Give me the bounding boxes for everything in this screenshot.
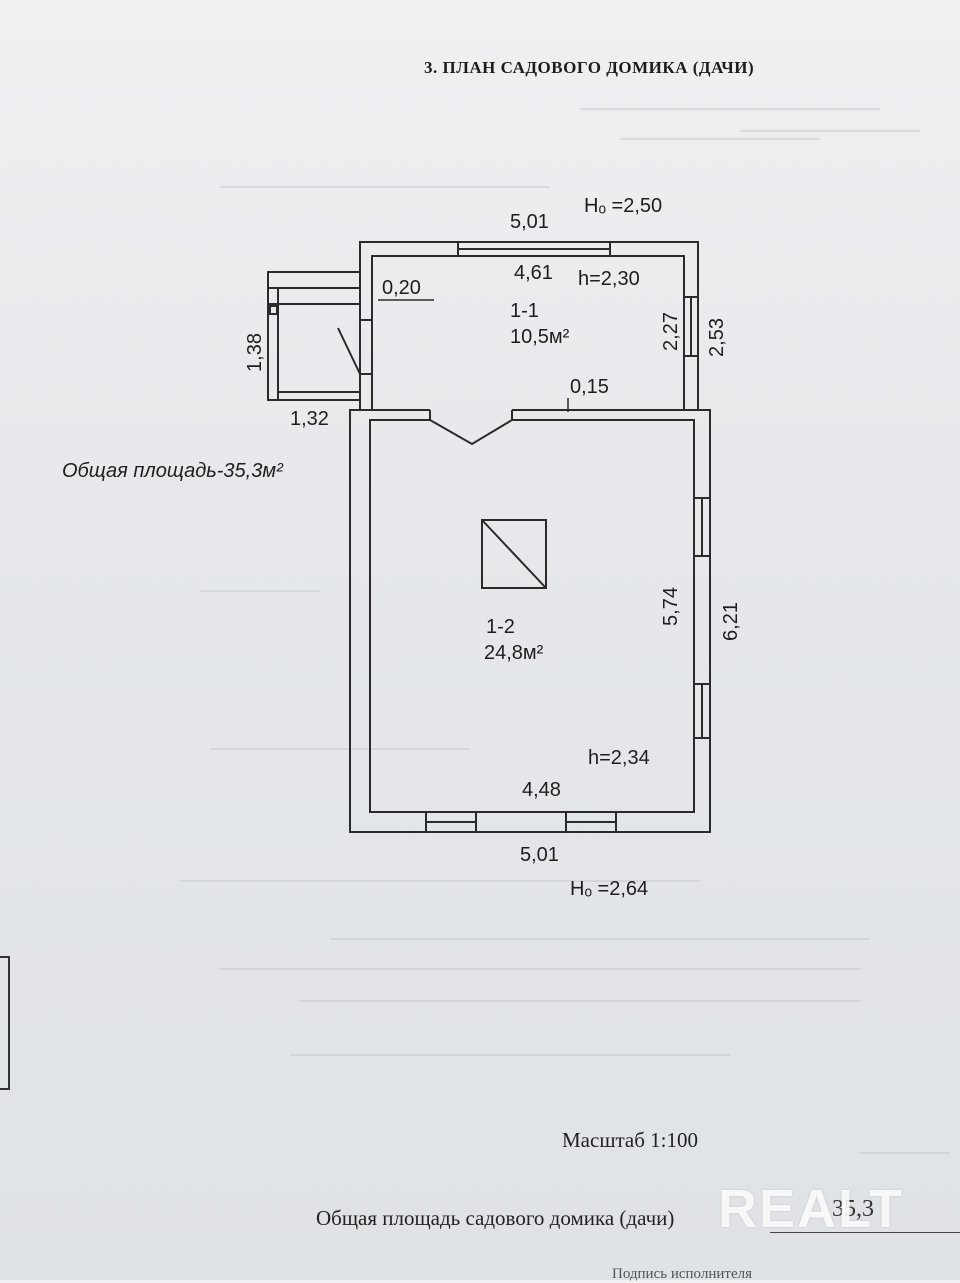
top-inner-width: 4,61 — [514, 262, 553, 284]
watermark-logo: REALT — [718, 1179, 904, 1239]
room-1-2-inner-length: 5,74 — [659, 587, 682, 626]
document-title: 3. ПЛАН САДОВОГО ДОМИКА (ДАЧИ) — [424, 58, 755, 77]
partition-thickness: 0,15 — [570, 376, 609, 398]
room-1-1-outer-length: 2,53 — [705, 318, 728, 357]
total-area-label: Общая площадь-35,3м² — [62, 460, 283, 482]
room-1-2-id: 1-2 — [486, 616, 515, 638]
room-1-2-inner-width: 4,48 — [522, 779, 561, 801]
area-footer-value: 35,3 — [832, 1196, 874, 1222]
form-border — [0, 956, 10, 1090]
top-outer-width: 5,01 — [510, 211, 549, 233]
bottom-outer-height: Hₒ =2,64 — [570, 878, 649, 900]
room-1-1-area: 10,5м² — [510, 326, 570, 348]
vestibule-width: 1,32 — [290, 408, 329, 430]
room-1-2-area: 24,8м² — [484, 642, 544, 664]
interior-door — [370, 399, 694, 446]
room-1-1-id: 1-1 — [510, 300, 539, 322]
vestibule-depth: 1,38 — [243, 333, 266, 372]
room-1-2-outer-length: 6,21 — [719, 602, 742, 641]
top-outer-height: Hₒ =2,50 — [584, 195, 663, 217]
signature-label: Подпись исполнителя — [612, 1266, 752, 1282]
total-area-footer: Общая площадь садового домика (дачи) — [316, 1206, 675, 1230]
stove-symbol — [481, 519, 547, 589]
porch-steps — [267, 271, 361, 401]
bottom-outer-width: 5,01 — [520, 844, 559, 866]
entrance-door — [337, 319, 372, 375]
room-1-1-height: h=2,30 — [578, 268, 640, 290]
room-1-2-walls — [349, 409, 711, 833]
room-1-1-inner-length: 2,27 — [659, 312, 682, 351]
scale-label: Масштаб 1:100 — [562, 1128, 699, 1152]
wall-thickness: 0,20 — [382, 277, 421, 299]
room-1-2-height: h=2,34 — [588, 747, 650, 769]
area-field-line — [770, 1232, 960, 1233]
